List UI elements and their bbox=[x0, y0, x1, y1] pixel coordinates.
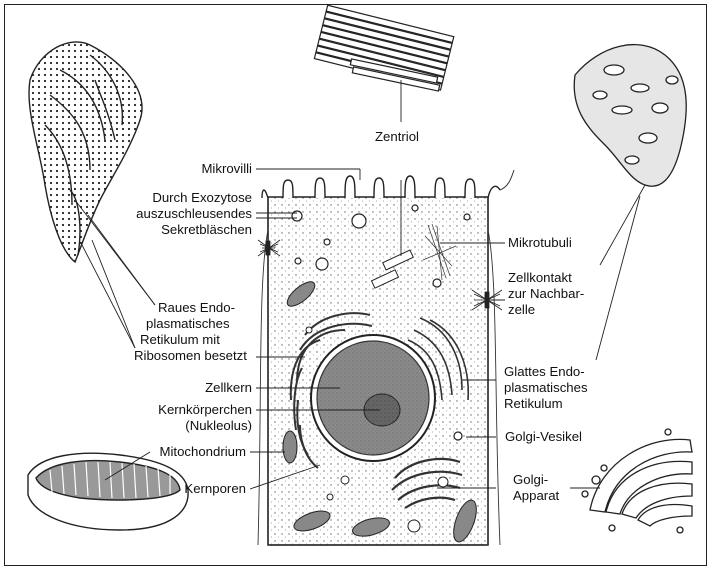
label-raues-er-line2: plasmatisches bbox=[146, 316, 230, 332]
label-exozytose-line1: Durch Exozytose bbox=[120, 190, 252, 206]
label-zellkontakt-line3: zelle bbox=[508, 302, 535, 318]
microvilli bbox=[262, 176, 500, 198]
smooth-er-inset bbox=[574, 45, 686, 187]
label-mikrotubuli: Mikrotubuli bbox=[508, 235, 572, 251]
label-kernkoerperchen-line1: Kernkörperchen bbox=[120, 402, 252, 418]
label-zellkontakt-line2: zur Nachbar- bbox=[508, 286, 584, 302]
label-exozytose-line2: auszuschleusendes bbox=[120, 206, 252, 222]
label-zellkontakt-line1: Zellkontakt bbox=[508, 270, 572, 286]
label-golgi-vesikel: Golgi-Vesikel bbox=[505, 429, 582, 445]
nucleus bbox=[311, 335, 435, 461]
label-raues-er-line1: Raues Endo- bbox=[158, 300, 235, 316]
label-zellkern: Zellkern bbox=[140, 380, 252, 396]
label-zentriol: Zentriol bbox=[375, 129, 419, 145]
label-golgi-apparat-line2: Apparat bbox=[513, 488, 559, 504]
golgi-inset bbox=[582, 429, 692, 533]
label-kernporen: Kernporen bbox=[150, 481, 246, 497]
label-golgi-apparat-line1: Golgi- bbox=[513, 472, 548, 488]
label-mikrovilli: Mikrovilli bbox=[148, 161, 252, 177]
label-raues-er-line3: Retikulum mit bbox=[140, 332, 220, 348]
label-exozytose-line3: Sekretbläschen bbox=[120, 222, 252, 238]
label-glattes-er-line3: Retikulum bbox=[504, 396, 563, 412]
label-glattes-er-line1: Glattes Endo- bbox=[504, 364, 585, 380]
label-kernkoerperchen-line2: (Nukleolus) bbox=[120, 418, 252, 434]
label-raues-er-line4: Ribosomen besetzt bbox=[134, 348, 247, 364]
centriole-inset bbox=[314, 5, 453, 91]
label-mitochondrium: Mitochondrium bbox=[130, 444, 246, 460]
label-glattes-er-line2: plasmatisches bbox=[504, 380, 588, 396]
